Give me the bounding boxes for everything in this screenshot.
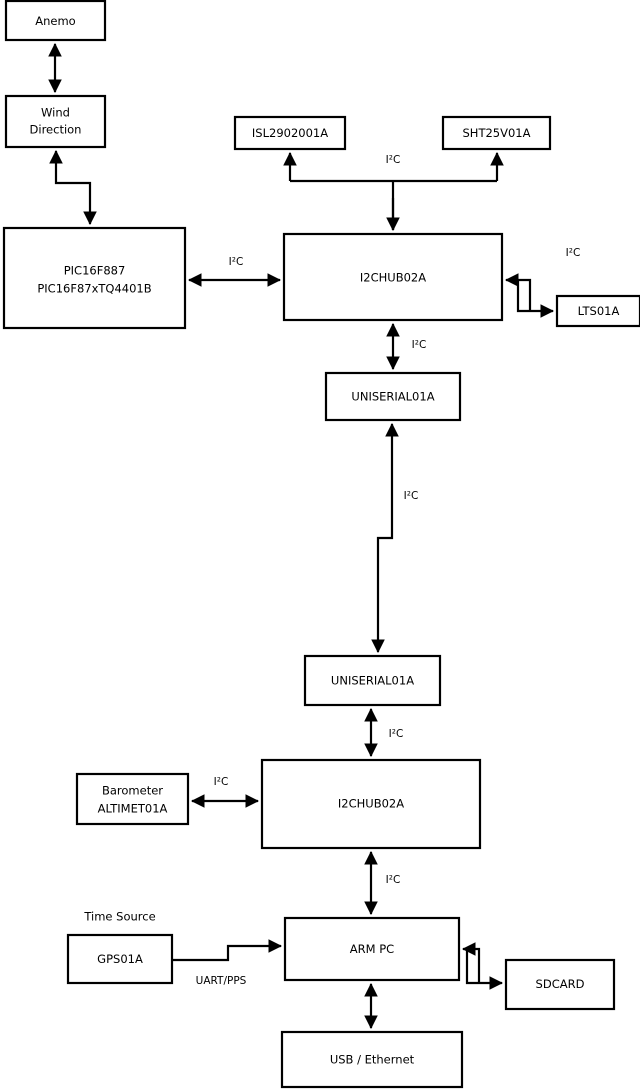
node-wind-direction[interactable]: Wind Direction [4, 94, 107, 149]
edge-label-i2c-isl-sht: I²C [386, 154, 401, 166]
node-isl2902001a[interactable]: ISL2902001A [233, 115, 347, 151]
node-wind-direction-label-line1: Wind [41, 106, 70, 120]
edge-label-i2c-uniserial-link: I²C [404, 490, 419, 502]
node-sdcard-label: SDCARD [536, 977, 585, 991]
node-uniserial01a-upper[interactable]: UNISERIAL01A [324, 371, 462, 422]
node-arm-pc[interactable]: ARM PC [283, 916, 461, 982]
edge-uniserial1-uniserial2 [371, 422, 399, 654]
node-sht25v01a[interactable]: SHT25V01A [441, 115, 552, 151]
node-lts01a[interactable]: LTS01A [555, 294, 640, 328]
node-i2chub02a-bottom[interactable]: I2CHUB02A [260, 758, 482, 850]
node-i2chub02a-top-label: I2CHUB02A [360, 271, 426, 285]
node-sdcard[interactable]: SDCARD [504, 958, 616, 1011]
node-isl2902001a-label: ISL2902001A [252, 126, 328, 140]
node-sht25v01a-label: SHT25V01A [463, 126, 531, 140]
node-pic-label-line2: PIC16F87xTQ4401B [37, 282, 151, 296]
node-wind-direction-label-line2: Direction [30, 123, 82, 137]
node-uniserial01a-lower[interactable]: UNISERIAL01A [303, 654, 442, 707]
edge-label-i2c-baro-hub: I²C [214, 776, 229, 788]
node-usb-ethernet[interactable]: USB / Ethernet [280, 1030, 464, 1089]
edge-label-uart-pps: UART/PPS [196, 975, 247, 987]
node-usb-ethernet-label: USB / Ethernet [330, 1053, 415, 1067]
node-gps01a-label: GPS01A [97, 952, 143, 966]
node-barometer-label-line1: Barometer [102, 784, 163, 798]
edge-label-i2c-hub-uniserial1: I²C [412, 339, 427, 351]
edge-gps-armpc [172, 939, 283, 962]
label-time-source: Time Source [83, 910, 155, 924]
node-barometer-altimet01a[interactable]: Barometer ALTIMET01A [75, 772, 190, 826]
node-pic-label-line1: PIC16F887 [64, 264, 126, 278]
node-anemo-label: Anemo [35, 14, 75, 28]
edge-label-i2c-hub-lts: I²C [566, 247, 581, 259]
node-pic-microcontroller[interactable]: PIC16F887 PIC16F87xTQ4401B [2, 226, 187, 330]
edge-hub-lts [504, 273, 555, 318]
edge-label-i2c-uniserial2-hub: I²C [389, 728, 404, 740]
node-i2chub02a-top[interactable]: I2CHUB02A [282, 232, 504, 322]
node-gps01a[interactable]: GPS01A [66, 933, 174, 985]
edge-armpc-sdcard [461, 942, 504, 990]
node-i2chub02a-bottom-label: I2CHUB02A [338, 797, 404, 811]
node-arm-pc-label: ARM PC [350, 942, 394, 956]
edge-label-i2c-hub-armpc: I²C [386, 874, 401, 886]
node-lts01a-label: LTS01A [578, 304, 620, 318]
edge-label-i2c-pic-hub: I²C [229, 256, 244, 268]
edge-hub-isl-sht [283, 151, 504, 232]
node-barometer-label-line2: ALTIMET01A [98, 802, 168, 816]
node-uniserial01a-upper-label: UNISERIAL01A [351, 390, 434, 404]
edge-wind-pic [49, 149, 97, 226]
node-uniserial01a-lower-label: UNISERIAL01A [331, 674, 414, 688]
node-anemo[interactable]: Anemo [4, 0, 107, 42]
